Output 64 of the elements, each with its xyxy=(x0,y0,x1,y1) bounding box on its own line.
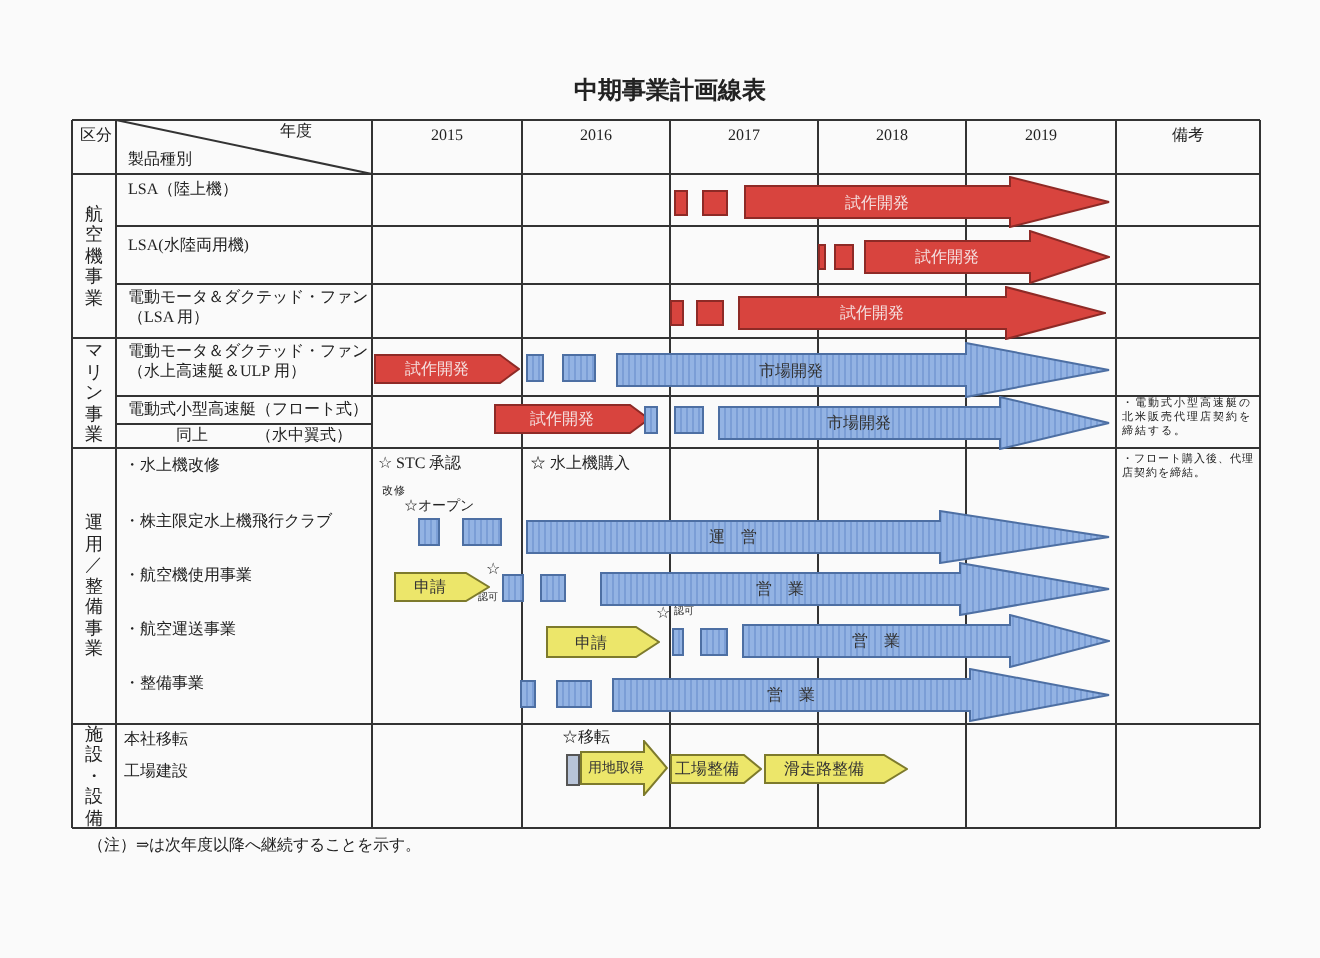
table-header: 製品種別 xyxy=(128,150,194,170)
row-label: ・航空機使用事業 xyxy=(124,566,254,586)
schedule-block xyxy=(556,680,592,708)
year-label: 2015 xyxy=(429,126,465,146)
chevron-bar: 申請 xyxy=(546,626,660,658)
schedule-block xyxy=(526,354,544,382)
row-label: ・株主限定水上機飛行クラブ xyxy=(124,512,334,532)
schedule-block xyxy=(520,680,536,708)
row-label: ・整備事業 xyxy=(124,674,206,694)
row-label: 電動モータ＆ダクテッド・ファン（LSA 用） xyxy=(128,288,370,328)
milestone-note: ☆ STC 承認 xyxy=(378,454,464,474)
schedule-block xyxy=(672,628,684,656)
phase-bar: 運 営 xyxy=(526,510,1110,564)
row-label: 電動式小型高速艇（フロート式） xyxy=(128,400,370,420)
row-label: ・航空運送事業 xyxy=(124,620,238,640)
phase-bar: 試作開発 xyxy=(864,230,1110,284)
category-label: 施設・設備 xyxy=(84,723,104,829)
year-label: 2016 xyxy=(578,126,614,146)
schedule-block xyxy=(670,300,684,326)
row-label: LSA（陸上機） xyxy=(128,180,241,200)
table-header: 区分 xyxy=(78,126,114,146)
phase-bar: 試作開発 xyxy=(738,286,1106,340)
schedule-block xyxy=(696,300,724,326)
table-header: 年度 xyxy=(280,122,314,142)
year-label: 2019 xyxy=(1023,126,1059,146)
schedule-block xyxy=(702,190,728,216)
row-label: 同上 xyxy=(176,426,210,446)
schedule-block xyxy=(418,518,440,546)
star-mark: ☆ xyxy=(486,560,502,580)
schedule-block xyxy=(502,574,524,602)
phase-bar: 営 業 xyxy=(612,668,1110,722)
chevron-bar: 工場整備 xyxy=(670,754,762,784)
chevron-bar: 試作開発 xyxy=(494,404,650,434)
schedule-block xyxy=(562,354,596,382)
schedule-block xyxy=(540,574,566,602)
row-label: 本社移転 xyxy=(124,730,190,750)
row-label: （水中翼式） xyxy=(256,426,354,446)
footnote: （注）⇒は次年度以降へ継続することを示す。 xyxy=(88,836,424,856)
chevron-bar: 試作開発 xyxy=(374,354,520,384)
schedule-block xyxy=(462,518,502,546)
schedule-block xyxy=(674,190,688,216)
category-label: マリン事業 xyxy=(84,340,104,446)
row-label: LSA(水陸両用機) xyxy=(128,236,251,256)
milestone-note: ☆ 水上機購入 xyxy=(530,454,632,474)
category-label: 航空機事業 xyxy=(84,203,104,309)
row-label: 電動モータ＆ダクテッド・ファン（水上高速艇＆ULP 用） xyxy=(128,342,370,382)
schedule-block xyxy=(818,244,826,270)
row-label: ・水上機改修 xyxy=(124,456,222,476)
schedule-block xyxy=(644,406,658,434)
chevron-bar: 滑走路整備 xyxy=(764,754,908,784)
schedule-block xyxy=(566,754,580,786)
schedule-block xyxy=(834,244,854,270)
phase-bar: 試作開発 xyxy=(744,176,1110,228)
year-label: 2018 xyxy=(874,126,910,146)
schedule-block xyxy=(674,406,704,434)
year-label: 2017 xyxy=(726,126,762,146)
schedule-block xyxy=(700,628,728,656)
title: 中期事業計画線表 xyxy=(574,76,766,106)
phase-bar: 市場開発 xyxy=(718,396,1110,450)
row-label: 工場建設 xyxy=(124,762,190,782)
phase-bar: 市場開発 xyxy=(616,342,1110,398)
phase-bar: 営 業 xyxy=(742,614,1110,668)
table-header: 備考 xyxy=(1170,126,1206,146)
category-label: 運用／整備事業 xyxy=(84,512,104,660)
